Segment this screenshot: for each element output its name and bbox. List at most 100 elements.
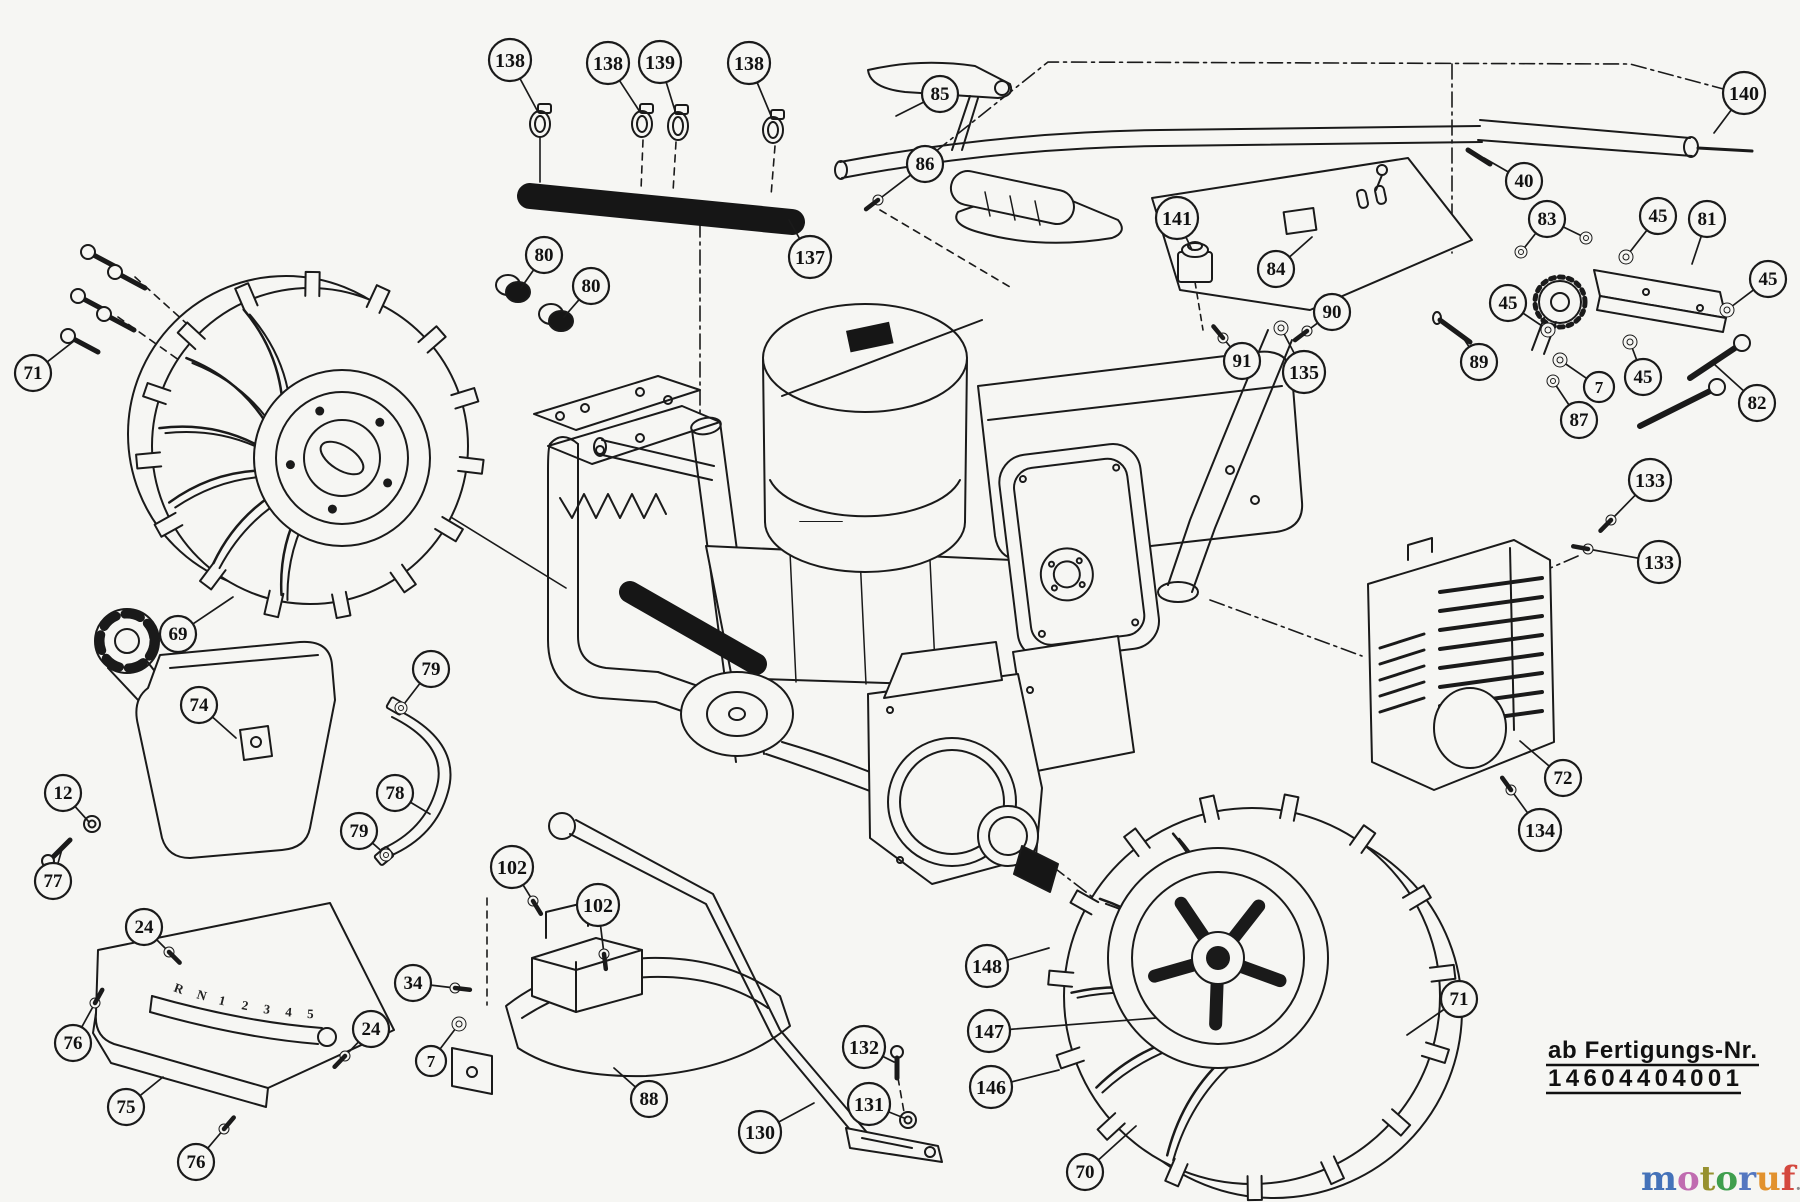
svg-text:77: 77 <box>44 871 64 892</box>
callout-80: 80 <box>520 235 564 289</box>
shift-rod-130 <box>548 812 943 1163</box>
svg-text:87: 87 <box>1570 410 1590 431</box>
logo-letter: t <box>1700 1159 1716 1199</box>
callout-86: 86 <box>863 144 945 212</box>
callout-69: 69 <box>158 596 234 654</box>
callout-134: 134 <box>1499 775 1563 853</box>
svg-text:135: 135 <box>1289 362 1319 384</box>
svg-text:45: 45 <box>1759 269 1778 290</box>
callout-91: 91 <box>1211 324 1262 381</box>
transmission <box>867 635 1135 893</box>
hose-137 <box>517 183 805 235</box>
svg-text:138: 138 <box>593 53 623 75</box>
callout-70: 70 <box>1065 1125 1137 1192</box>
callout-79: 79 <box>339 811 393 862</box>
shift-gear-assembly <box>1531 269 1727 355</box>
callout-75: 75 <box>106 1076 164 1127</box>
callout-138: 138 <box>726 40 773 119</box>
callout-7: 7 <box>414 1016 467 1078</box>
svg-text:91: 91 <box>1233 351 1252 372</box>
logo-letter: o <box>1715 1159 1738 1199</box>
belt-guard-88 <box>505 901 791 1078</box>
callout-80: 80 <box>563 266 611 318</box>
svg-text:45: 45 <box>1649 206 1668 227</box>
svg-text:140: 140 <box>1729 83 1759 105</box>
shift-knob <box>548 812 576 840</box>
callout-146: 146 <box>968 1064 1060 1110</box>
svg-text:132: 132 <box>849 1037 879 1059</box>
svg-text:70: 70 <box>1076 1162 1095 1183</box>
grille-hole <box>1433 687 1507 769</box>
svg-text:133: 133 <box>1635 470 1665 492</box>
hose-clamps-138-139 <box>529 103 785 144</box>
callout-102: 102 <box>489 844 544 917</box>
logo-suffix: .de <box>1795 1175 1800 1195</box>
svg-text:71: 71 <box>24 363 43 384</box>
callout-133: 133 <box>1570 539 1682 585</box>
svg-text:7: 7 <box>1595 378 1604 397</box>
serial-note-line2: 14604404001 <box>1548 1065 1739 1092</box>
callout-140: 140 <box>1713 70 1767 134</box>
callout-34: 34 <box>393 963 473 1003</box>
foam-grip <box>949 170 1075 225</box>
svg-text:24: 24 <box>362 1019 382 1040</box>
svg-text:76: 76 <box>64 1033 83 1054</box>
right-wheel <box>1047 793 1463 1202</box>
washer-131 <box>899 1111 917 1129</box>
svg-text:78: 78 <box>386 783 405 804</box>
logo-letter: m <box>1641 1159 1677 1199</box>
callout-137: 137 <box>787 219 833 280</box>
svg-text:134: 134 <box>1525 820 1555 842</box>
svg-text:34: 34 <box>404 973 424 994</box>
callout-71: 71 <box>13 340 75 393</box>
callout-45: 45 <box>1618 196 1678 265</box>
callout-102: 102 <box>575 882 621 972</box>
svg-text:102: 102 <box>497 857 527 879</box>
svg-text:81: 81 <box>1698 209 1717 230</box>
callout-72: 72 <box>1519 740 1583 798</box>
callout-133: 133 <box>1598 457 1673 533</box>
callout-45: 45 <box>1622 334 1663 397</box>
muffler <box>998 443 1160 661</box>
wheel-bolts-71-left <box>60 244 148 355</box>
svg-text:12: 12 <box>54 783 73 804</box>
callout-76: 76 <box>53 987 105 1063</box>
logo-letter: o <box>1677 1159 1700 1199</box>
svg-text:79: 79 <box>350 821 369 842</box>
callout-139: 139 <box>637 39 683 115</box>
output-shaft <box>1013 845 1059 893</box>
callout-76: 76 <box>176 1115 236 1182</box>
gear-indicator-char: 4 <box>285 1004 293 1020</box>
svg-text:69: 69 <box>169 624 188 645</box>
callout-7: 7 <box>1552 352 1616 404</box>
callout-78: 78 <box>375 773 431 815</box>
drive-pulley <box>680 671 794 757</box>
svg-text:138: 138 <box>495 50 525 72</box>
svg-text:40: 40 <box>1515 171 1534 192</box>
bolt-132 <box>890 1045 904 1081</box>
svg-text:24: 24 <box>135 917 155 938</box>
svg-text:7: 7 <box>427 1052 436 1071</box>
svg-text:85: 85 <box>931 84 950 105</box>
callout-138: 138 <box>585 40 641 113</box>
pin-40 <box>1465 147 1493 167</box>
logo-letter: f <box>1781 1159 1798 1199</box>
callout-79: 79 <box>394 649 451 715</box>
callout-74: 74 <box>179 685 237 739</box>
callout-12: 12 <box>43 773 90 823</box>
callout-131: 131 <box>846 1081 905 1127</box>
callout-71: 71 <box>1406 979 1479 1036</box>
svg-text:138: 138 <box>734 53 764 75</box>
logo-letter: r <box>1738 1159 1757 1199</box>
callout-84: 84 <box>1256 236 1313 289</box>
callout-24: 24 <box>332 1009 391 1070</box>
logo-letter: u <box>1756 1159 1781 1199</box>
svg-text:79: 79 <box>422 659 441 680</box>
svg-text:89: 89 <box>1470 352 1489 373</box>
callout-141: 141 <box>1154 195 1200 251</box>
gear-indicator-char: 2 <box>240 997 249 1013</box>
callout-132: 132 <box>841 1024 895 1070</box>
svg-text:72: 72 <box>1554 768 1573 789</box>
svg-text:146: 146 <box>976 1077 1006 1099</box>
